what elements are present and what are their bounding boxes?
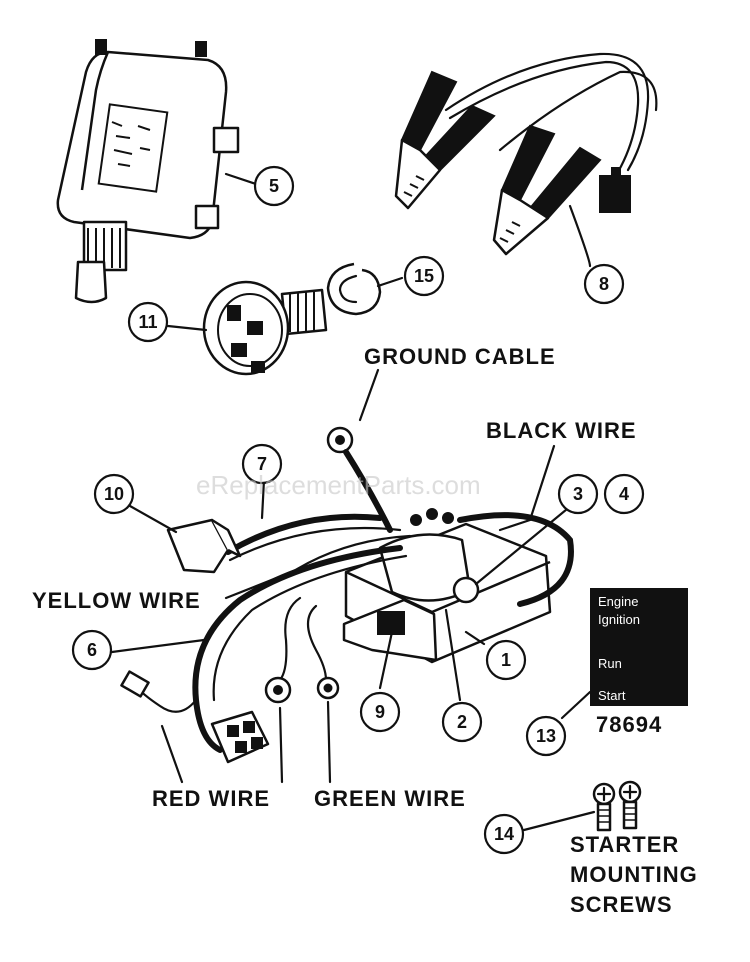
label-part-code: 78694 <box>596 712 662 737</box>
callout-14: 14 <box>483 813 525 855</box>
callout-11: 11 <box>127 301 169 343</box>
label-starter: STARTER <box>570 832 679 857</box>
svg-text:11: 11 <box>138 312 157 332</box>
ignition-decal: Engine Ignition Run Start <box>590 588 688 706</box>
callout-8: 8 <box>583 263 625 305</box>
ignition-switch <box>202 280 328 376</box>
svg-text:1: 1 <box>501 650 511 670</box>
decal-line-ignition: Ignition <box>598 612 640 627</box>
watermark: eReplacementParts.com <box>196 470 481 500</box>
callouts: 5 8 15 11 7 10 3 4 6 1 9 2 13 14 <box>71 165 645 855</box>
callout-9: 9 <box>359 691 401 733</box>
callout-5: 5 <box>253 165 295 207</box>
svg-text:7: 7 <box>257 454 267 474</box>
callout-13: 13 <box>525 715 567 757</box>
svg-text:10: 10 <box>104 484 124 504</box>
callout-6: 6 <box>71 629 113 671</box>
svg-text:6: 6 <box>87 640 97 660</box>
callout-1: 1 <box>485 639 527 681</box>
label-red-wire: RED WIRE <box>152 786 270 811</box>
starter-mounting-screws <box>592 780 642 832</box>
leader-lines <box>110 172 596 832</box>
label-screws: SCREWS <box>570 892 673 917</box>
retaining-ring <box>326 262 382 316</box>
callout-3: 3 <box>557 473 599 515</box>
starter-motor <box>56 39 240 304</box>
svg-text:5: 5 <box>269 176 279 196</box>
svg-text:15: 15 <box>414 266 434 286</box>
decal-line-run: Run <box>598 656 622 671</box>
decal-line-engine: Engine <box>598 594 638 609</box>
svg-text:13: 13 <box>536 726 556 746</box>
callout-15: 15 <box>403 255 445 297</box>
callout-4: 4 <box>603 473 645 515</box>
label-mounting: MOUNTING <box>570 862 698 887</box>
callout-7: 7 <box>241 443 283 485</box>
label-black-wire: BLACK WIRE <box>486 418 637 443</box>
svg-text:2: 2 <box>457 712 467 732</box>
decal-line-start: Start <box>598 688 626 703</box>
svg-text:8: 8 <box>599 274 609 294</box>
battery-clamps <box>394 52 658 256</box>
svg-text:4: 4 <box>619 484 629 504</box>
label-green-wire: GREEN WIRE <box>314 786 466 811</box>
callout-10: 10 <box>93 473 135 515</box>
svg-text:14: 14 <box>494 824 514 844</box>
label-yellow-wire: YELLOW WIRE <box>32 588 201 613</box>
callout-2: 2 <box>441 701 483 743</box>
svg-text:3: 3 <box>573 484 583 504</box>
wiring-harness <box>120 426 574 764</box>
label-ground-cable: GROUND CABLE <box>364 344 556 369</box>
svg-text:9: 9 <box>375 702 385 722</box>
